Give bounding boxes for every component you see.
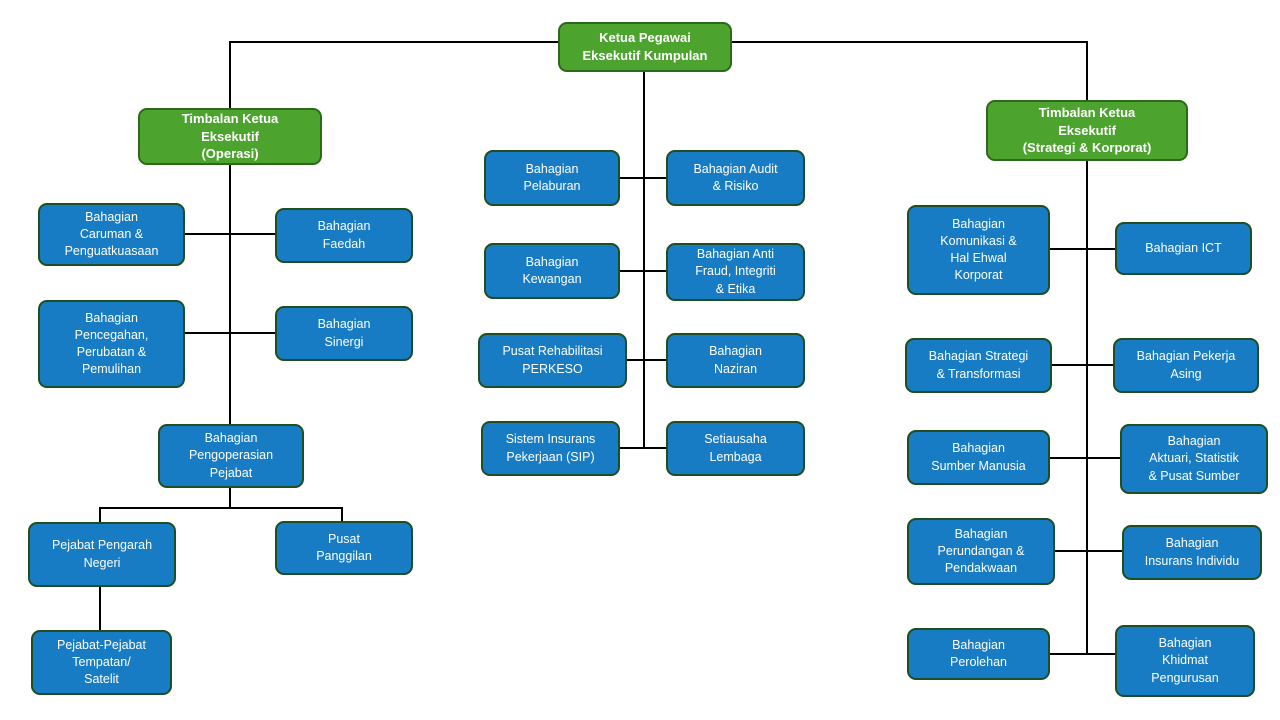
- connector-left-trunk: [229, 165, 231, 424]
- connector-right-trunk: [1086, 161, 1088, 655]
- node-pusat-panggilan: Pusat Panggilan: [275, 521, 413, 575]
- node-bahagian-pencegahan-perubatan-pemulihan: Bahagian Pencegahan, Perubatan & Pemulih…: [38, 300, 185, 388]
- connector-right-row4: [1055, 550, 1122, 552]
- node-bahagian-ict: Bahagian ICT: [1115, 222, 1252, 275]
- connector-center-row3: [626, 359, 666, 361]
- node-bahagian-pekerja-asing: Bahagian Pekerja Asing: [1113, 338, 1259, 393]
- node-bahagian-komunikasi-hal-ehwal-korporat: Bahagian Komunikasi & Hal Ehwal Korporat: [907, 205, 1050, 295]
- node-sistem-insurans-pekerjaan-sip: Sistem Insurans Pekerjaan (SIP): [481, 421, 620, 476]
- node-pusat-rehabilitasi-perkeso: Pusat Rehabilitasi PERKESO: [478, 333, 627, 388]
- connector-right-row2: [1052, 364, 1113, 366]
- connector-left-row1: [185, 233, 275, 235]
- node-bahagian-kewangan: Bahagian Kewangan: [484, 243, 620, 299]
- connector-center-trunk: [643, 72, 645, 449]
- node-bahagian-caruman-penguatkuasaan: Bahagian Caruman & Penguatkuasaan: [38, 203, 185, 266]
- connector-right-row3: [1050, 457, 1120, 459]
- connector-drop-pusat-panggilan: [341, 507, 343, 521]
- node-bahagian-strategi-transformasi: Bahagian Strategi & Transformasi: [905, 338, 1052, 393]
- connector-top-left-horizontal: [229, 41, 559, 43]
- node-ketua-pegawai-eksekutif-kumpulan: Ketua Pegawai Eksekutif Kumpulan: [558, 22, 732, 72]
- connector-center-row2: [620, 270, 666, 272]
- connector-center-row4: [620, 447, 666, 449]
- node-timbalan-ketua-eksekutif-operasi: Timbalan Ketua Eksekutif (Operasi): [138, 108, 322, 165]
- connector-top-right-horizontal: [732, 41, 1088, 43]
- node-bahagian-insurans-individu: Bahagian Insurans Individu: [1122, 525, 1262, 580]
- connector-left-lower-vertical: [229, 488, 231, 509]
- connector-drop-tempatan-satelit: [99, 587, 101, 630]
- node-pejabat-pengarah-negeri: Pejabat Pengarah Negeri: [28, 522, 176, 587]
- connector-left-row2: [185, 332, 275, 334]
- node-bahagian-perolehan: Bahagian Perolehan: [907, 628, 1050, 680]
- node-bahagian-audit-risiko: Bahagian Audit & Risiko: [666, 150, 805, 206]
- node-timbalan-ketua-eksekutif-strategi-korporat: Timbalan Ketua Eksekutif (Strategi & Kor…: [986, 100, 1188, 161]
- connector-left-lower-horizontal: [99, 507, 343, 509]
- node-bahagian-pelaburan: Bahagian Pelaburan: [484, 150, 620, 206]
- node-bahagian-faedah: Bahagian Faedah: [275, 208, 413, 263]
- connector-drop-pengarah-negeri: [99, 507, 101, 522]
- connector-top-left-vertical: [229, 41, 231, 108]
- node-bahagian-aktuari-statistik-pusat-sumber: Bahagian Aktuari, Statistik & Pusat Sumb…: [1120, 424, 1268, 494]
- connector-right-row1: [1050, 248, 1115, 250]
- node-pejabat-pejabat-tempatan-satelit: Pejabat-Pejabat Tempatan/ Satelit: [31, 630, 172, 695]
- node-bahagian-naziran: Bahagian Naziran: [666, 333, 805, 388]
- node-bahagian-anti-fraud-integriti-etika: Bahagian Anti Fraud, Integriti & Etika: [666, 243, 805, 301]
- node-bahagian-sinergi: Bahagian Sinergi: [275, 306, 413, 361]
- node-bahagian-pengoperasian-pejabat: Bahagian Pengoperasian Pejabat: [158, 424, 304, 488]
- node-setiausaha-lembaga: Setiausaha Lembaga: [666, 421, 805, 476]
- connector-top-right-vertical: [1086, 41, 1088, 100]
- connector-center-row1: [620, 177, 666, 179]
- node-bahagian-perundangan-pendakwaan: Bahagian Perundangan & Pendakwaan: [907, 518, 1055, 585]
- node-bahagian-khidmat-pengurusan: Bahagian Khidmat Pengurusan: [1115, 625, 1255, 697]
- connector-right-row5: [1050, 653, 1115, 655]
- node-bahagian-sumber-manusia: Bahagian Sumber Manusia: [907, 430, 1050, 485]
